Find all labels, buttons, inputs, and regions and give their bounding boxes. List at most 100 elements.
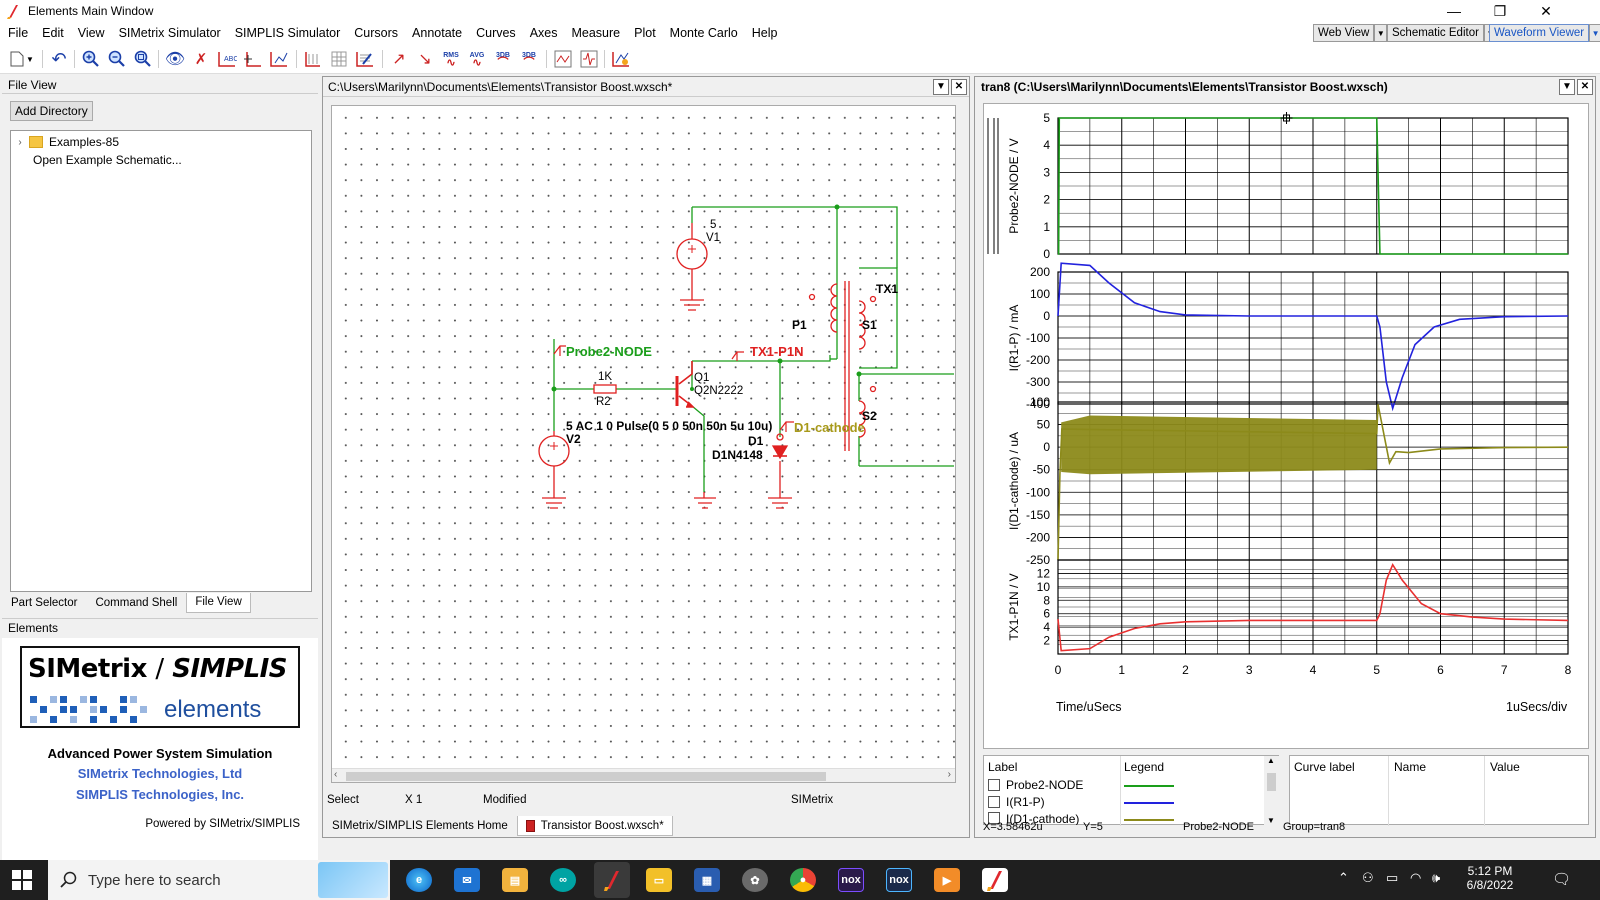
undo-icon[interactable]: ↶ bbox=[51, 48, 67, 69]
volume-icon[interactable]: 🕪 bbox=[1432, 870, 1441, 885]
elements-taskbar-icon[interactable] bbox=[594, 862, 630, 898]
edit-plot-icon[interactable] bbox=[354, 48, 376, 70]
file-explorer-icon[interactable]: ▤ bbox=[502, 868, 528, 892]
schematic-editor-button[interactable]: Schematic Editor▼ bbox=[1387, 24, 1497, 42]
scrollbar-thumb[interactable] bbox=[346, 772, 826, 781]
chevron-down-icon[interactable]: ▼ bbox=[1589, 24, 1600, 42]
menu-help[interactable]: Help bbox=[751, 26, 778, 40]
menu-plot[interactable]: Plot bbox=[634, 26, 656, 40]
checkbox[interactable] bbox=[988, 779, 1000, 791]
menu-cursors[interactable]: Cursors bbox=[354, 26, 399, 40]
tab-elements-home[interactable]: SIMetrix/SIMPLIS Elements Home bbox=[332, 820, 508, 832]
waveform-icon[interactable] bbox=[552, 48, 574, 70]
close-icon[interactable]: ✕ bbox=[1577, 79, 1593, 95]
axis-label-icon[interactable]: ABC bbox=[216, 48, 238, 70]
edge-icon[interactable]: e bbox=[406, 868, 432, 892]
tab-file-view[interactable]: File View bbox=[186, 593, 251, 613]
waveform-viewer-button[interactable]: Waveform Viewer▼ bbox=[1489, 24, 1600, 42]
cursor-right-icon[interactable]: ↘ bbox=[418, 51, 432, 68]
chevron-down-icon[interactable]: ▼ bbox=[26, 54, 34, 64]
company-link-simetrix[interactable]: SIMetrix Technologies, Ltd bbox=[77, 766, 243, 781]
plot-icon[interactable] bbox=[302, 48, 324, 70]
simetrix-taskbar-icon[interactable] bbox=[982, 868, 1008, 892]
media-player-icon[interactable]: ▶ bbox=[934, 868, 960, 892]
menu-file[interactable]: File bbox=[8, 26, 29, 40]
delete-curve-icon[interactable]: ✗ bbox=[194, 51, 208, 68]
chevron-down-icon[interactable]: ▼ bbox=[933, 79, 949, 95]
zoom-fit-icon[interactable] bbox=[132, 48, 154, 70]
eye-icon[interactable]: 👁 bbox=[164, 51, 186, 68]
chevron-down-icon[interactable]: ▼ bbox=[1559, 79, 1575, 95]
d1-cathode-label[interactable]: D1-cathode bbox=[794, 420, 865, 435]
minimize-button[interactable]: — bbox=[1447, 3, 1461, 19]
schematic-canvas[interactable]: 5 V1 Probe2-NODE 1K R2 Q1 Q2N2222 TX1-P1… bbox=[331, 105, 956, 783]
scroll-left-icon[interactable]: ‹ bbox=[334, 769, 338, 780]
battery-icon[interactable]: ▭ bbox=[1386, 870, 1399, 885]
menu-view[interactable]: View bbox=[77, 26, 105, 40]
web-view-button[interactable]: Web View▼ bbox=[1313, 24, 1388, 42]
menu-simplis-simulator[interactable]: SIMPLIS Simulator bbox=[234, 26, 341, 40]
chevron-down-icon[interactable]: ▼ bbox=[1374, 24, 1388, 42]
clock[interactable]: 5:12 PM 6/8/2022 bbox=[1458, 864, 1522, 892]
cursor-left-icon[interactable]: ↗ bbox=[392, 51, 406, 68]
scrollbar-thumb[interactable] bbox=[1267, 773, 1276, 791]
legend-row[interactable]: Probe2-NODE bbox=[988, 778, 1083, 792]
tab-part-selector[interactable]: Part Selector bbox=[11, 597, 78, 609]
notification-icon[interactable]: 🗨 bbox=[1552, 871, 1572, 888]
new-grid-icon[interactable] bbox=[268, 48, 290, 70]
avg-icon[interactable]: AVG∿ bbox=[469, 51, 485, 69]
company-link-simplis[interactable]: SIMPLIS Technologies, Inc. bbox=[75, 787, 245, 802]
fft-icon[interactable] bbox=[578, 48, 600, 70]
mail-icon[interactable]: ✉ bbox=[454, 868, 480, 892]
new-axis-icon[interactable] bbox=[242, 48, 264, 70]
nox-multi-icon[interactable]: nox bbox=[886, 868, 912, 892]
checkbox[interactable] bbox=[988, 796, 1000, 808]
legend-row[interactable]: I(D1-cathode) bbox=[988, 812, 1079, 825]
paint-icon[interactable]: ✿ bbox=[742, 868, 768, 892]
chevron-up-icon[interactable]: ▲ bbox=[1267, 756, 1275, 765]
tree-item-examples[interactable]: › Examples-85 bbox=[11, 133, 311, 151]
legend-row[interactable]: I(R1-P) bbox=[988, 795, 1045, 809]
menu-measure[interactable]: Measure bbox=[571, 26, 621, 40]
people-icon[interactable]: ⚇ bbox=[1362, 870, 1374, 885]
wifi-icon[interactable]: ◠ bbox=[1410, 870, 1422, 885]
chevron-up-icon[interactable]: ⌃ bbox=[1338, 870, 1349, 885]
new-file-icon[interactable] bbox=[6, 48, 28, 70]
menu-monte-carlo[interactable]: Monte Carlo bbox=[669, 26, 738, 40]
menu-axes[interactable]: Axes bbox=[529, 26, 558, 40]
legend-scrollbar[interactable]: ▲ ▼ bbox=[1264, 756, 1279, 825]
menu-edit[interactable]: Edit bbox=[42, 26, 64, 40]
chevron-right-icon[interactable]: › bbox=[18, 136, 22, 148]
grid-icon[interactable] bbox=[328, 48, 350, 70]
close-icon[interactable]: ✕ bbox=[951, 79, 967, 95]
tab-transistor-boost[interactable]: Transistor Boost.wxsch* bbox=[516, 816, 673, 836]
folder-icon[interactable]: ▭ bbox=[646, 868, 672, 892]
bandwidth-high-icon[interactable]: 3DB⌒ bbox=[521, 51, 536, 69]
arduino-icon[interactable]: ∞ bbox=[550, 868, 576, 892]
windows-start-icon[interactable] bbox=[12, 870, 34, 892]
chevron-down-icon[interactable]: ▼ bbox=[1267, 816, 1275, 825]
scroll-right-icon[interactable]: › bbox=[947, 769, 951, 780]
zoom-out-icon[interactable] bbox=[106, 48, 128, 70]
add-directory-button[interactable]: Add Directory bbox=[10, 101, 93, 121]
probe2-node-label[interactable]: Probe2-NODE bbox=[566, 344, 652, 359]
bandwidth-icon[interactable]: 3DB⌒ bbox=[495, 51, 510, 69]
menu-curves[interactable]: Curves bbox=[476, 26, 516, 40]
checkbox[interactable] bbox=[988, 812, 1000, 824]
chart-edit-icon[interactable] bbox=[610, 48, 632, 70]
horizontal-scrollbar[interactable]: ‹ › bbox=[332, 768, 955, 782]
maximize-button[interactable]: ❐ bbox=[1493, 2, 1507, 19]
chrome-icon[interactable]: ● bbox=[790, 868, 816, 892]
taskbar-search-box[interactable]: Type here to search bbox=[48, 860, 390, 900]
nox-icon[interactable]: nox bbox=[838, 868, 864, 892]
menu-simetrix-simulator[interactable]: SIMetrix Simulator bbox=[118, 26, 221, 40]
menu-annotate[interactable]: Annotate bbox=[412, 26, 463, 40]
tree-item-open-example[interactable]: Open Example Schematic... bbox=[33, 153, 182, 167]
zoom-in-icon[interactable] bbox=[80, 48, 102, 70]
close-button[interactable]: ✕ bbox=[1540, 2, 1552, 19]
tab-command-shell[interactable]: Command Shell bbox=[95, 597, 178, 609]
calculator-icon[interactable]: ▦ bbox=[694, 868, 720, 892]
rms-icon[interactable]: RMS∿ bbox=[443, 51, 459, 69]
